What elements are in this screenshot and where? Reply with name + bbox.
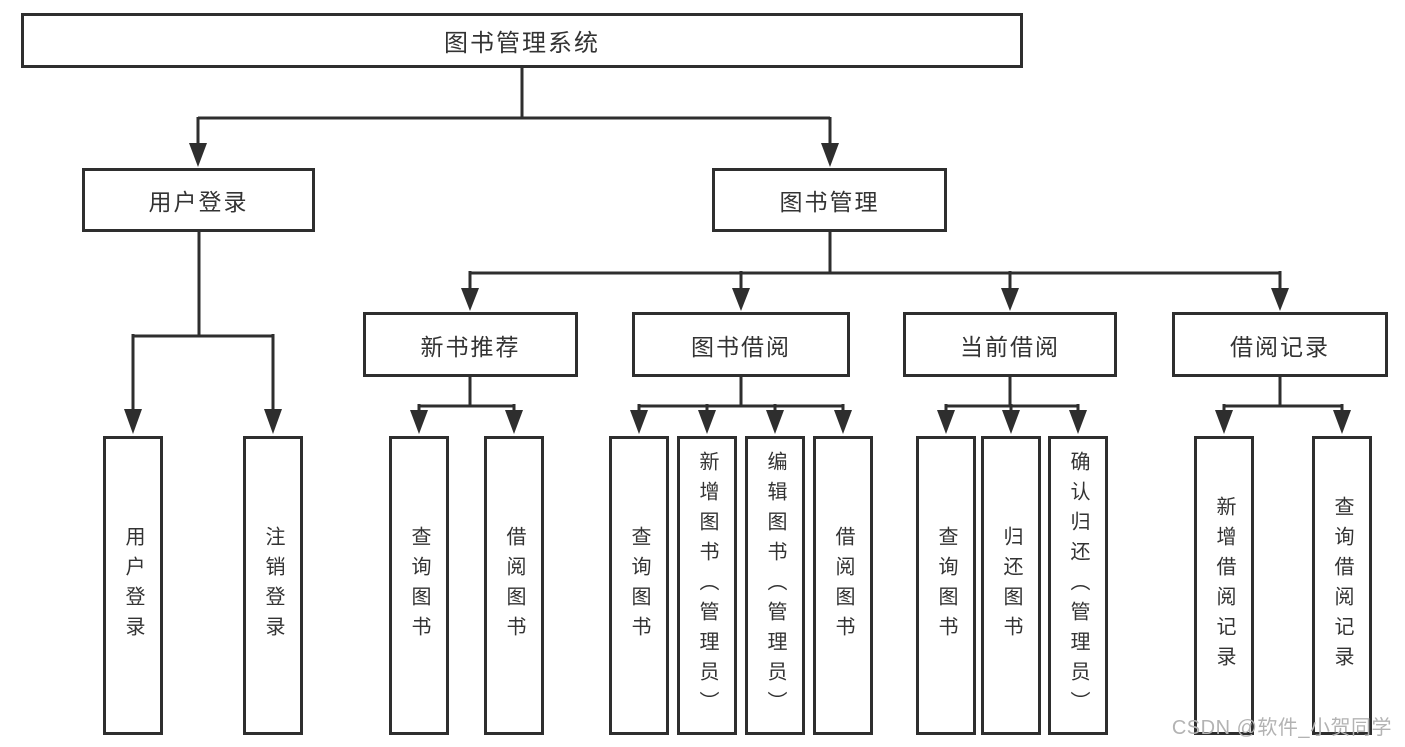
node-borrow-record-label: 借阅记录 bbox=[1230, 333, 1330, 360]
csdn-watermark: CSDN @软件_小贺同学 bbox=[1171, 717, 1392, 739]
leaf-query-book-newbook-label: 查询图书 bbox=[408, 525, 430, 646]
node-book-management: 图书管理 bbox=[712, 168, 947, 232]
leaf-logout-login-label: 注销登录 bbox=[262, 525, 284, 646]
leaf-query-book-borrow: 查询图书 bbox=[609, 436, 669, 735]
leaf-query-book-newbook: 查询图书 bbox=[389, 436, 449, 735]
leaf-borrow-book-label: 借阅图书 bbox=[832, 525, 854, 646]
node-book-management-label: 图书管理 bbox=[779, 189, 880, 215]
node-book-borrow-label: 图书借阅 bbox=[691, 333, 791, 360]
leaf-return-book: 归还图书 bbox=[981, 436, 1041, 735]
leaf-return-book-label: 归还图书 bbox=[1000, 525, 1022, 646]
node-new-book-recommend: 新书推荐 bbox=[363, 312, 578, 377]
node-user-login: 用户登录 bbox=[82, 168, 315, 232]
node-current-borrow-label: 当前借阅 bbox=[960, 333, 1060, 360]
node-new-book-recommend-label: 新书推荐 bbox=[420, 333, 521, 360]
node-current-borrow: 当前借阅 bbox=[903, 312, 1117, 377]
leaf-query-book-current: 查询图书 bbox=[916, 436, 976, 735]
leaf-logout-login: 注销登录 bbox=[243, 436, 303, 735]
node-book-borrow: 图书借阅 bbox=[632, 312, 850, 377]
node-root-label: 图书管理系统 bbox=[444, 30, 600, 57]
leaf-borrow-book: 借阅图书 bbox=[813, 436, 873, 735]
leaf-borrow-book-newbook: 借阅图书 bbox=[484, 436, 544, 735]
leaf-confirm-return-admin: 确认归还（管理员） bbox=[1048, 436, 1108, 735]
leaf-query-borrow-record-label: 查询借阅记录 bbox=[1331, 495, 1353, 676]
node-user-login-label: 用户登录 bbox=[148, 189, 249, 215]
leaf-borrow-book-newbook-label: 借阅图书 bbox=[503, 525, 525, 646]
leaf-confirm-return-admin-label: 确认归还（管理员） bbox=[1067, 450, 1089, 721]
leaf-user-login: 用户登录 bbox=[103, 436, 163, 735]
leaf-add-borrow-record: 新增借阅记录 bbox=[1194, 436, 1254, 735]
leaf-edit-book-admin: 编辑图书（管理员） bbox=[745, 436, 805, 735]
leaf-query-book-borrow-label: 查询图书 bbox=[628, 525, 650, 646]
node-borrow-record: 借阅记录 bbox=[1172, 312, 1388, 377]
leaf-edit-book-admin-label: 编辑图书（管理员） bbox=[764, 450, 786, 721]
leaf-user-login-label: 用户登录 bbox=[122, 525, 144, 646]
leaf-add-borrow-record-label: 新增借阅记录 bbox=[1213, 495, 1235, 676]
leaf-add-book-admin: 新增图书（管理员） bbox=[677, 436, 737, 735]
leaf-add-book-admin-label: 新增图书（管理员） bbox=[696, 450, 718, 721]
leaf-query-borrow-record: 查询借阅记录 bbox=[1312, 436, 1372, 735]
node-root: 图书管理系统 bbox=[21, 13, 1023, 68]
leaf-query-book-current-label: 查询图书 bbox=[935, 525, 957, 646]
